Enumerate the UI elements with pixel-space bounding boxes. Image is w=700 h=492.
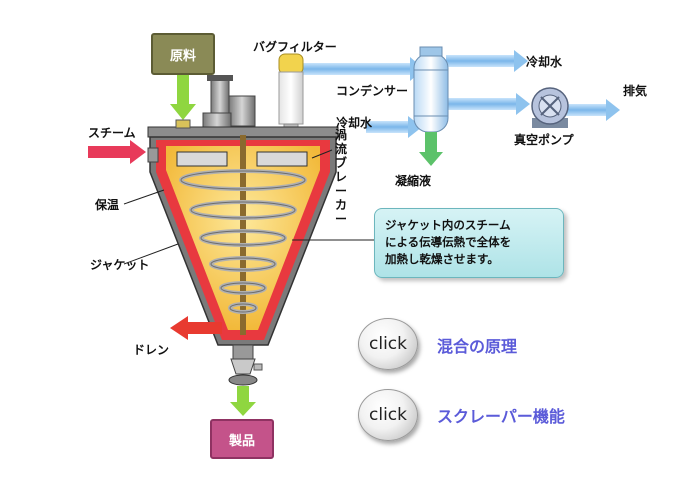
condenser-label: コンデンサー	[336, 84, 409, 98]
jacket-heating-note: ジャケット内のスチーム による伝導伝熱で全体を 加熱し乾燥させます。	[374, 208, 564, 278]
condenser-to-pump-pipe	[446, 93, 530, 115]
drain-arrow	[170, 316, 222, 340]
note-line: ジャケット内のスチーム	[385, 218, 511, 232]
bag-filter-label: バグフィルター	[253, 40, 337, 54]
scraper-function-link[interactable]: スクレーパー機能	[437, 407, 565, 426]
product-box: 製品	[210, 419, 274, 459]
product-arrow	[230, 386, 256, 416]
cooling-water-out-label: 冷却水	[526, 55, 563, 69]
steam-label: スチーム	[88, 126, 136, 140]
vapor-pipe	[300, 57, 424, 81]
condensate-arrow	[419, 132, 443, 166]
cooling-water-out-pipe	[446, 50, 528, 72]
note-line: 加熱し乾燥させます。	[385, 252, 499, 266]
vacuum-pump	[531, 87, 569, 128]
cooling-water-in-label: 冷却水	[336, 116, 373, 130]
scraper-function-click-button[interactable]: click	[358, 389, 418, 441]
vortex-breaker-label: 渦流ブレーカー	[335, 128, 348, 226]
motor	[202, 75, 256, 128]
raw-material-box: 原料	[151, 33, 215, 75]
steam-nozzle	[147, 147, 159, 163]
feed-arrow	[170, 72, 196, 120]
vessel	[149, 135, 337, 346]
exhaust-label: 排気	[623, 84, 648, 98]
discharge-valve	[228, 344, 263, 386]
condensate-label: 凝縮液	[395, 174, 432, 188]
mixing-principle-link[interactable]: 混合の原理	[437, 337, 518, 356]
bag-filter	[278, 53, 304, 133]
steam-arrow	[88, 140, 146, 164]
cooling-water-in-pipe	[366, 116, 422, 138]
condenser	[413, 46, 449, 133]
exhaust-pipe	[566, 99, 620, 121]
note-line: による伝導伝熱で全体を	[385, 235, 512, 249]
jacket-label: ジャケット	[90, 258, 150, 272]
insulation-label: 保温	[95, 198, 120, 212]
vacuum-pump-label: 真空ポンプ	[514, 133, 574, 147]
mixing-principle-click-button[interactable]: click	[358, 318, 418, 370]
leader-lines	[123, 149, 374, 265]
drain-label: ドレン	[133, 343, 170, 357]
